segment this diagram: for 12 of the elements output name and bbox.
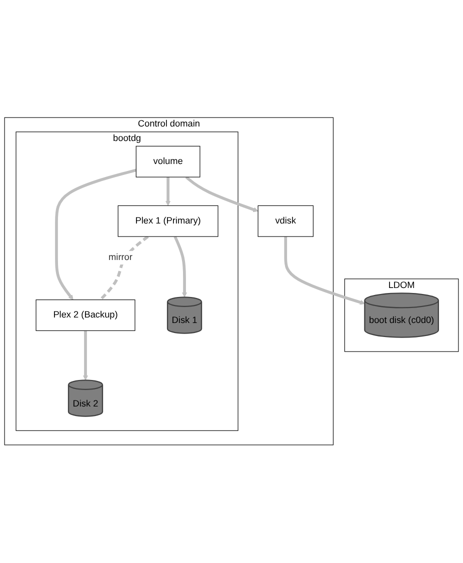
node-box: Plex 2 (Backup) [36, 300, 136, 332]
arrow [55, 169, 136, 300]
node-box: Plex 1 (Primary) [118, 206, 218, 238]
connector [99, 236, 149, 302]
node-box: vdisk [258, 206, 314, 238]
arrow [82, 330, 88, 381]
node-box: volume [136, 146, 200, 178]
edge-label: mirror [108, 252, 132, 263]
arrow [166, 177, 171, 206]
arrow [174, 236, 188, 298]
arrow [185, 176, 258, 212]
arrow [284, 236, 365, 305]
